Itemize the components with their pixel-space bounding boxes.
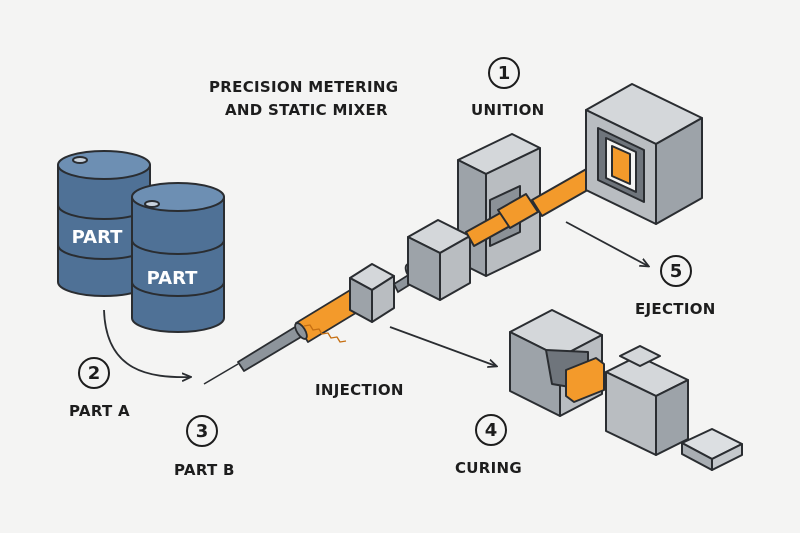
label-precision-metering: PRECISION METERING: [209, 78, 399, 96]
ejected-part: [681, 428, 743, 471]
injection-nozzle: [203, 288, 365, 385]
label-curing: CURING: [455, 459, 522, 477]
feed-arrow: [103, 309, 190, 377]
mold-box: [585, 83, 703, 225]
injection-arrow: [389, 326, 496, 366]
barrel-part-a: PART: [57, 150, 151, 297]
step-badge-part-b: 3: [186, 415, 218, 447]
mixer-block: [349, 263, 395, 323]
curing-mold: [509, 309, 689, 456]
label-part-b: PART B: [174, 461, 235, 479]
label-unition: UNITION: [471, 101, 545, 119]
label-part-a: PART A: [69, 402, 130, 420]
barrel-b-label: PART: [147, 268, 199, 289]
label-ejection: EJECTION: [635, 300, 716, 318]
ejection-arrow: [565, 221, 648, 266]
step-badge-part-a: 2: [78, 357, 110, 389]
step-badge-ejection: 5: [660, 255, 692, 287]
barrel-part-b: PART: [131, 182, 225, 333]
step-badge-curing: 4: [475, 414, 507, 446]
step-badge-unition: 1: [488, 57, 520, 89]
label-injection: INJECTION: [315, 381, 404, 399]
barrel-a-label: PART: [72, 227, 124, 248]
label-static-mixer: AND STATIC MIXER: [225, 101, 388, 119]
